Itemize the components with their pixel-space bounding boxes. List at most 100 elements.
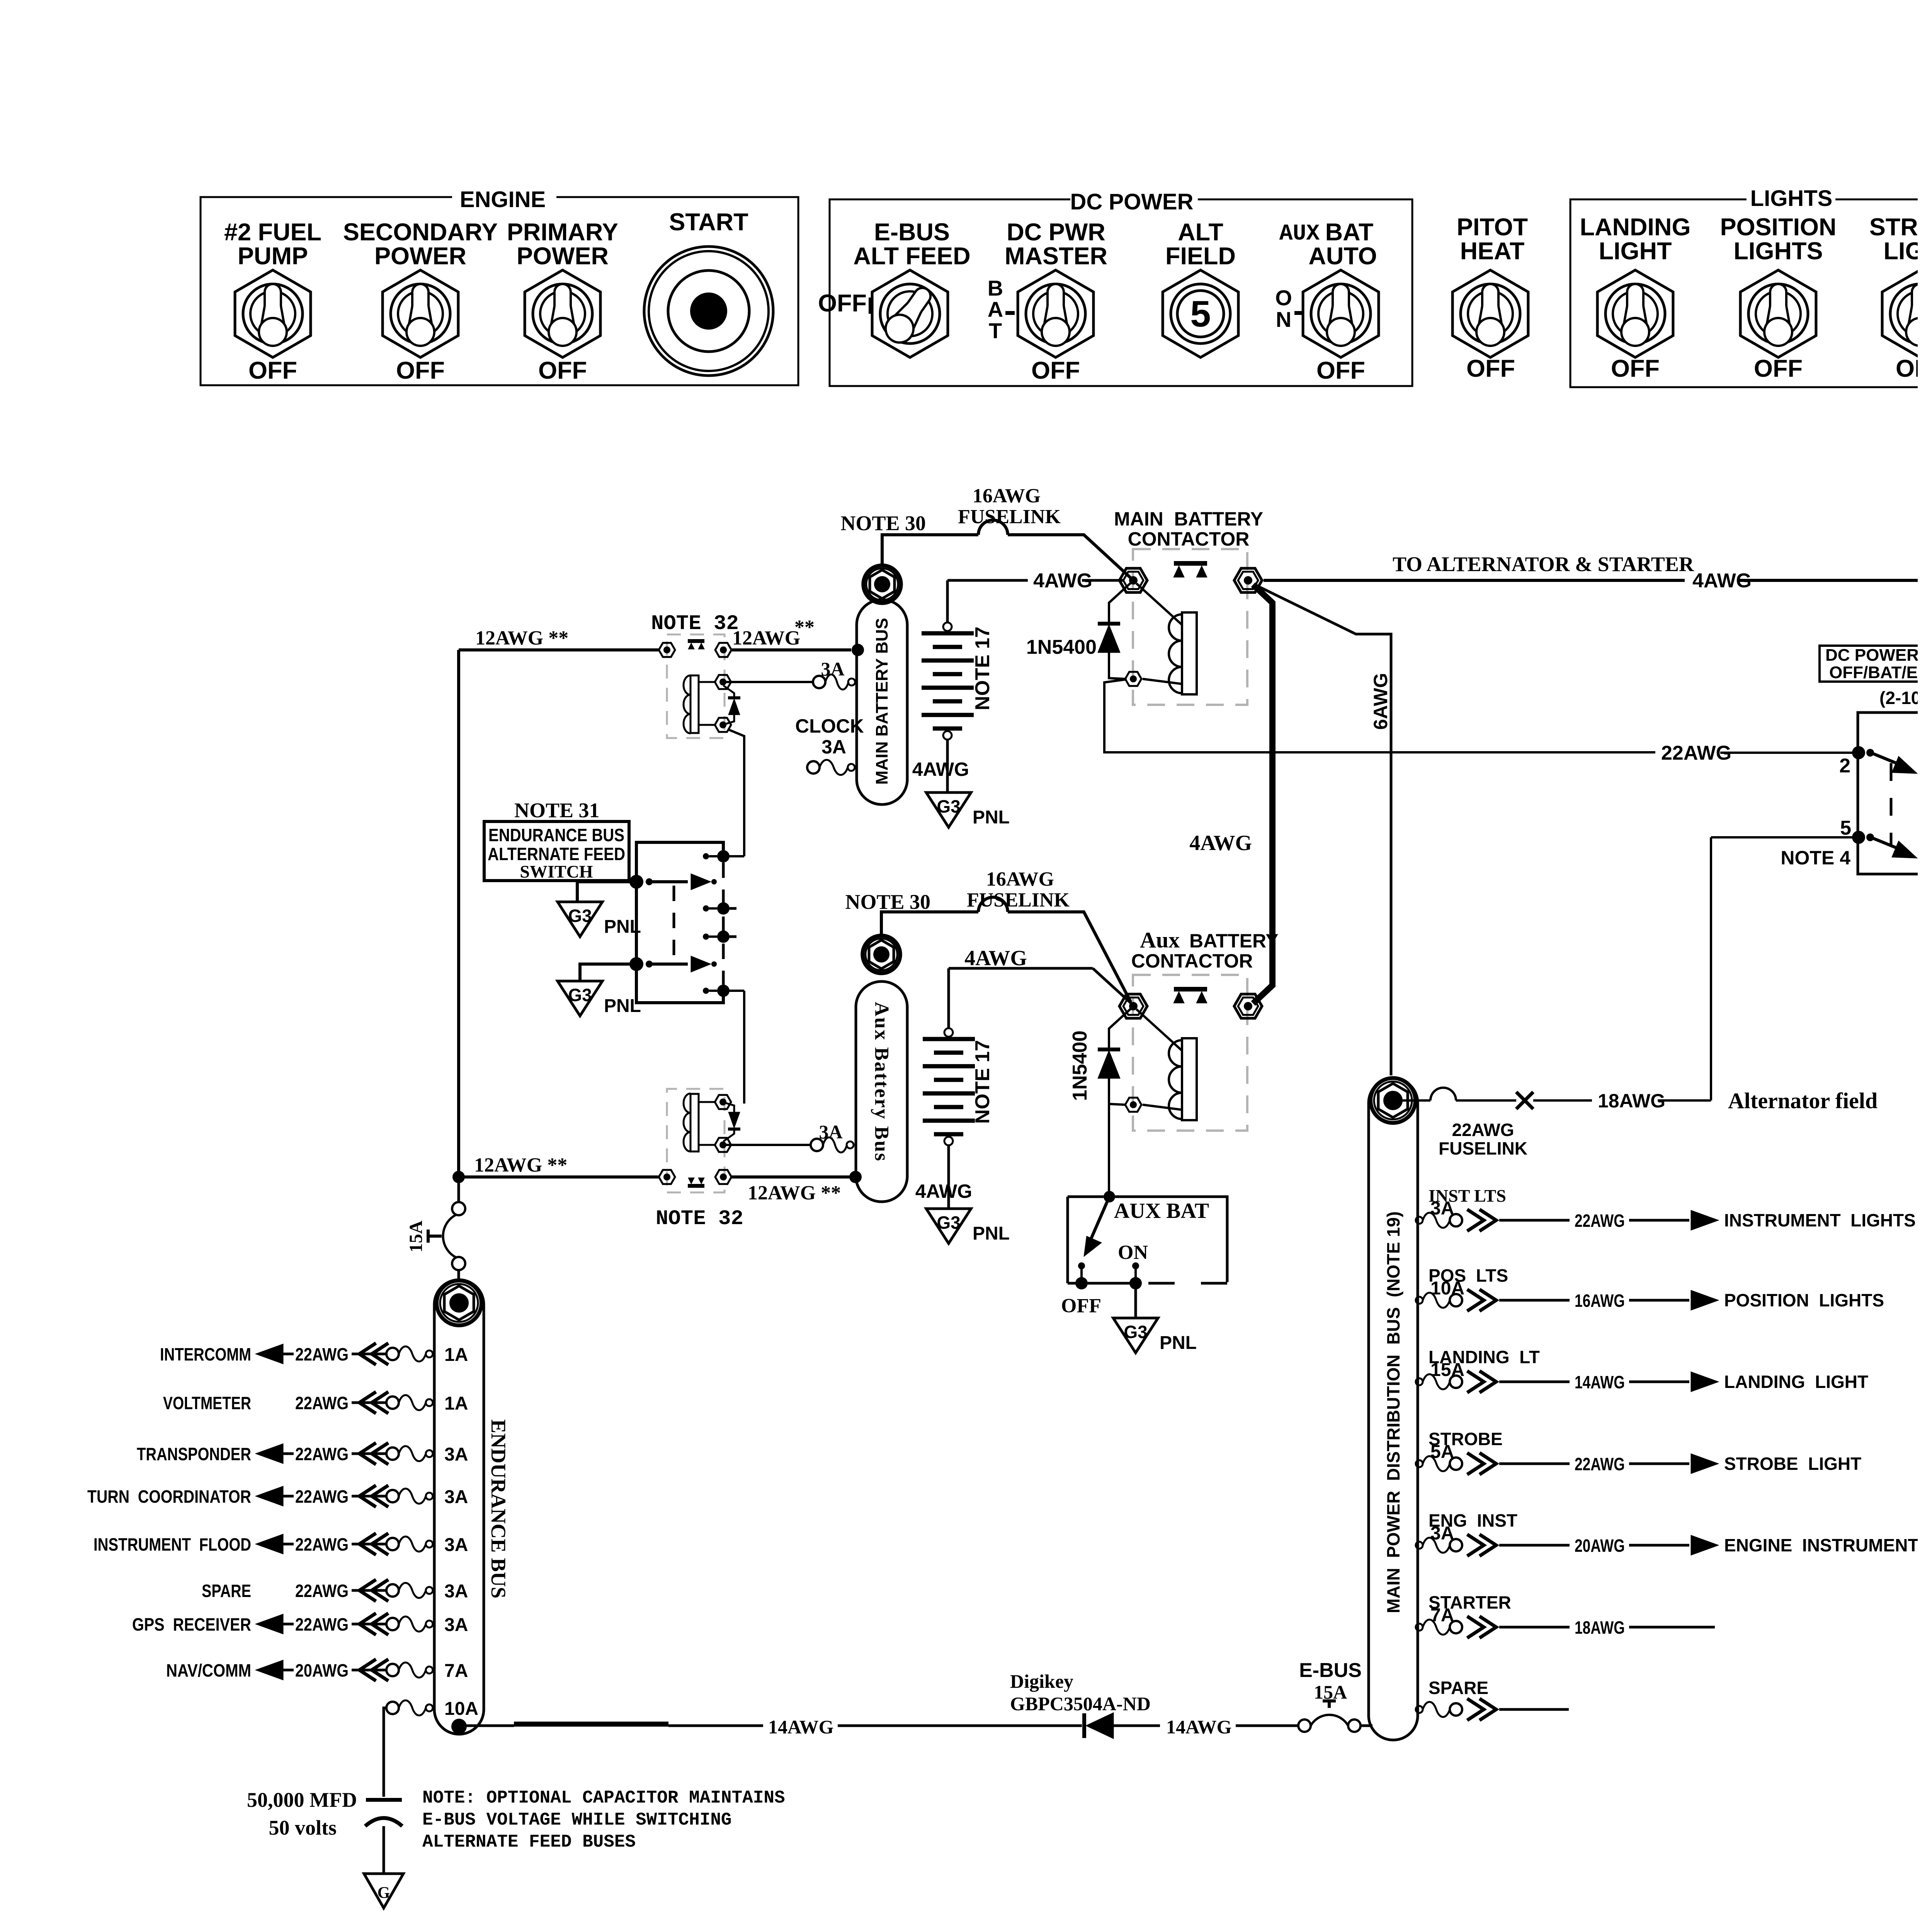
svg-text:OFF: OFF xyxy=(1611,355,1660,382)
svg-text:ENDURANCE BUS: ENDURANCE BUS xyxy=(488,825,624,845)
svg-text:2: 2 xyxy=(1839,755,1850,777)
svg-text:#2 FUEL: #2 FUEL xyxy=(224,219,321,246)
svg-text:22AWG: 22AWG xyxy=(295,1581,349,1601)
svg-text:G3: G3 xyxy=(568,906,592,926)
svg-text:12AWG **: 12AWG ** xyxy=(475,627,568,649)
svg-text:G: G xyxy=(378,1884,390,1902)
svg-text:3A: 3A xyxy=(444,1487,468,1507)
svg-text:15A: 15A xyxy=(406,1220,426,1252)
svg-text:VOLTMETER: VOLTMETER xyxy=(163,1393,251,1413)
svg-text:TRANSPONDER: TRANSPONDER xyxy=(137,1444,251,1464)
svg-text:1A: 1A xyxy=(444,1393,468,1414)
svg-text:15A: 15A xyxy=(1314,1681,1347,1703)
svg-text:POSITION LIGHTS: POSITION LIGHTS xyxy=(1724,1290,1884,1310)
svg-text:14AWG: 14AWG xyxy=(1166,1716,1231,1738)
svg-text:Alternator field: Alternator field xyxy=(1728,1088,1878,1113)
svg-text:AUX: AUX xyxy=(1279,221,1320,247)
svg-text:(2-10: (2-10 xyxy=(1879,688,1921,708)
svg-text:5: 5 xyxy=(1840,817,1851,839)
svg-text:3A: 3A xyxy=(819,1121,842,1143)
svg-text:BATTERY: BATTERY xyxy=(1189,930,1279,952)
svg-text:AUTO: AUTO xyxy=(1308,243,1377,270)
svg-text:1N5400: 1N5400 xyxy=(1026,636,1097,658)
svg-text:SPARE: SPARE xyxy=(1429,1678,1488,1698)
svg-text:ALT FEED: ALT FEED xyxy=(853,243,970,270)
svg-text:PITOT: PITOT xyxy=(1457,214,1528,241)
svg-text:20AWG: 20AWG xyxy=(1575,1536,1625,1556)
svg-text:Aux Battery Bus: Aux Battery Bus xyxy=(871,1002,893,1162)
svg-text:20AWG: 20AWG xyxy=(295,1660,349,1680)
svg-text:FIELD: FIELD xyxy=(1165,243,1236,270)
svg-text:POWER: POWER xyxy=(517,243,609,270)
svg-text:Digikey: Digikey xyxy=(1010,1670,1073,1692)
svg-text:NOTE: OPTIONAL CAPACITOR MAINT: NOTE: OPTIONAL CAPACITOR MAINTAINS xyxy=(422,1788,785,1808)
svg-text:STROBE LIGHT: STROBE LIGHT xyxy=(1724,1454,1861,1474)
svg-text:22AWG: 22AWG xyxy=(1575,1454,1625,1474)
svg-text:PRIMARY: PRIMARY xyxy=(507,219,618,246)
svg-text:MAIN BATTERY: MAIN BATTERY xyxy=(1114,508,1263,530)
svg-text:O: O xyxy=(1275,286,1292,310)
svg-text:DC POWER: DC POWER xyxy=(1825,646,1919,665)
svg-text:SECONDARY: SECONDARY xyxy=(343,219,498,246)
svg-text:3A: 3A xyxy=(444,1581,468,1602)
svg-text:ON: ON xyxy=(1118,1242,1148,1264)
svg-text:DC PWR: DC PWR xyxy=(1007,219,1105,246)
svg-text:STARTER: STARTER xyxy=(1429,1592,1511,1612)
svg-text:7A: 7A xyxy=(444,1661,468,1681)
svg-text:16AWG: 16AWG xyxy=(973,485,1041,507)
svg-text:B: B xyxy=(988,276,1003,300)
svg-text:ALTERNATE FEED: ALTERNATE FEED xyxy=(488,844,625,864)
svg-text:NOTE 31: NOTE 31 xyxy=(514,799,600,822)
svg-text:16AWG: 16AWG xyxy=(986,868,1054,890)
svg-text:6AWG: 6AWG xyxy=(1370,673,1391,730)
svg-text:G3: G3 xyxy=(937,1213,960,1233)
svg-text:18AWG: 18AWG xyxy=(1598,1090,1665,1112)
svg-text:LANDING: LANDING xyxy=(1580,214,1691,241)
svg-text:POSITION: POSITION xyxy=(1720,214,1836,241)
svg-text:LIGHTS: LIGHTS xyxy=(1734,238,1823,265)
svg-text:50,000 MFD: 50,000 MFD xyxy=(247,1788,357,1811)
svg-text:GPS RECEIVER: GPS RECEIVER xyxy=(132,1614,251,1634)
svg-text:4AWG: 4AWG xyxy=(915,1180,972,1202)
svg-text:AUX BAT: AUX BAT xyxy=(1114,1199,1209,1223)
svg-text:**: ** xyxy=(794,616,815,638)
svg-text:22AWG: 22AWG xyxy=(1575,1211,1625,1231)
svg-text:DC POWER: DC POWER xyxy=(1070,189,1194,214)
svg-text:CLOCK: CLOCK xyxy=(795,715,864,737)
svg-text:3A: 3A xyxy=(444,1535,468,1555)
svg-text:TO ALTERNATOR & STARTER: TO ALTERNATOR & STARTER xyxy=(1393,553,1694,576)
svg-text:BAT: BAT xyxy=(1325,219,1374,246)
svg-text:E-BUS: E-BUS xyxy=(874,219,950,246)
svg-text:LANDING LT: LANDING LT xyxy=(1429,1347,1540,1367)
svg-text:Aux: Aux xyxy=(1140,927,1180,952)
svg-text:OFF/BAT/EB: OFF/BAT/EB xyxy=(1829,663,1930,682)
svg-text:HEAT: HEAT xyxy=(1460,238,1525,265)
svg-text:NOTE 17: NOTE 17 xyxy=(971,627,994,711)
svg-text:NOTE 17: NOTE 17 xyxy=(971,1040,994,1124)
svg-text:3A: 3A xyxy=(821,658,844,680)
svg-text:E-BUS VOLTAGE WHILE SWITCHING: E-BUS VOLTAGE WHILE SWITCHING xyxy=(422,1810,732,1830)
svg-text:OFF: OFF xyxy=(1316,357,1365,384)
svg-text:PNL: PNL xyxy=(604,917,641,937)
svg-text:12AWG **: 12AWG ** xyxy=(474,1154,567,1176)
svg-text:PNL: PNL xyxy=(973,807,1010,828)
svg-text:OFF: OFF xyxy=(1031,357,1080,384)
svg-text:SWITCH: SWITCH xyxy=(520,862,593,881)
svg-text:12AWG: 12AWG xyxy=(732,627,800,649)
svg-text:PNL: PNL xyxy=(1160,1333,1197,1353)
svg-text:4AWG: 4AWG xyxy=(1189,831,1252,855)
svg-text:NOTE 30: NOTE 30 xyxy=(845,890,930,913)
svg-text:OFF: OFF xyxy=(1466,355,1515,382)
svg-text:OFF: OFF xyxy=(538,357,587,384)
svg-text:NOTE 30: NOTE 30 xyxy=(840,512,926,535)
svg-text:PNL: PNL xyxy=(973,1223,1010,1244)
svg-text:FUSELINK: FUSELINK xyxy=(958,506,1061,528)
svg-text:NOTE 32: NOTE 32 xyxy=(651,612,739,636)
svg-text:1A: 1A xyxy=(444,1345,468,1365)
svg-text:ALTERNATE FEED BUSES: ALTERNATE FEED BUSES xyxy=(422,1832,636,1852)
svg-text:INTERCOMM: INTERCOMM xyxy=(160,1344,251,1364)
svg-text:MASTER: MASTER xyxy=(1005,243,1107,270)
svg-text:22AWG: 22AWG xyxy=(295,1393,349,1413)
svg-text:5: 5 xyxy=(1190,293,1211,335)
svg-text:3A: 3A xyxy=(444,1444,468,1465)
